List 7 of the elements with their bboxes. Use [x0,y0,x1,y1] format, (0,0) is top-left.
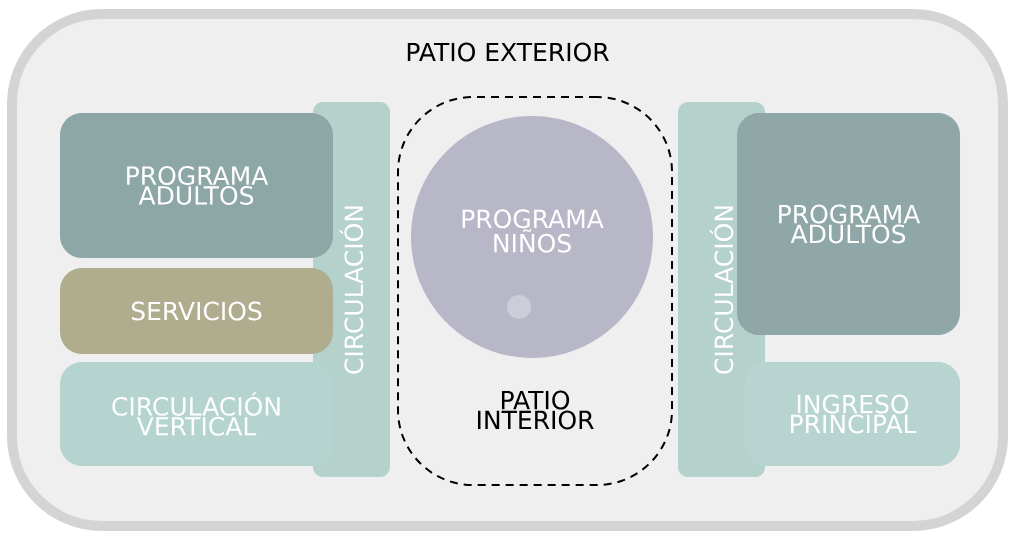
program-box: PROGRAMA ADULTOS [737,113,960,335]
program-box: PROGRAMA ADULTOS [60,113,333,258]
program-box: INGRESO PRINCIPAL [745,362,960,466]
node-label: INGRESO PRINCIPAL [791,394,917,434]
program-box: SERVICIOS [60,268,333,354]
node-label: CIRCULACIÓN VERTICAL [112,392,280,436]
program-box: CIRCULACIÓN VERTICAL [60,362,333,466]
